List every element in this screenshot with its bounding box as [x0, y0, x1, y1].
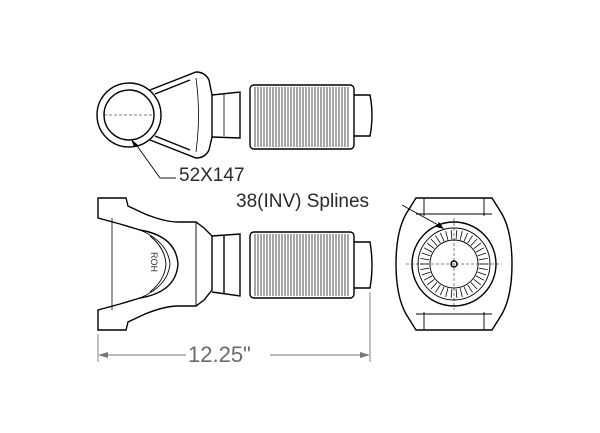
end-view: [395, 197, 513, 331]
end-view-housing: [395, 197, 513, 331]
spline-tooth: [421, 252, 431, 257]
yoke-stamp: ROH: [149, 252, 159, 272]
spline-tooth: [455, 230, 458, 240]
side-yoke: [97, 197, 213, 331]
spline-tooth: [420, 267, 430, 270]
spline-tooth: [439, 286, 445, 296]
spline-tooth: [473, 242, 482, 249]
size-callout: 52X147: [179, 165, 245, 186]
spline-tooth: [475, 247, 485, 253]
spline-tooth: [455, 288, 458, 298]
spline-tooth: [420, 258, 430, 261]
spline-tooth: [477, 252, 487, 257]
spline-tooth: [435, 284, 441, 293]
spline-tooth: [435, 235, 441, 244]
spline-tooth: [459, 288, 463, 298]
spline-tooth: [430, 238, 438, 246]
spline-tooth: [459, 230, 463, 240]
splines-leader: [401, 204, 444, 229]
spline-tooth: [478, 258, 488, 261]
spline-tooth: [470, 282, 478, 290]
spline-tooth: [430, 282, 438, 290]
length-dimension: [97, 292, 371, 362]
spline-tooth: [450, 288, 453, 298]
spline-tooth: [467, 235, 473, 244]
top-yoke-ear: [96, 82, 162, 148]
size-leader: [131, 139, 176, 179]
spline-tooth: [467, 284, 473, 293]
spline-tooth: [475, 275, 485, 281]
splines-callout: 38(INV) Splines: [236, 191, 370, 212]
length-callout: 12.25": [188, 342, 251, 367]
spline-tooth: [423, 275, 433, 281]
top-shaft-end: [354, 94, 373, 137]
spline-tooth: [478, 267, 488, 270]
spline-tooth: [463, 232, 469, 242]
spline-tooth: [423, 247, 433, 253]
spline-tooth: [473, 279, 482, 286]
side-neck: [211, 233, 241, 297]
top-view: [96, 71, 373, 159]
end-view-spline-teeth: [420, 230, 488, 298]
spline-tooth: [445, 288, 449, 298]
spline-tooth: [470, 238, 478, 246]
spline-tooth: [450, 230, 453, 240]
spline-tooth: [421, 271, 431, 276]
spline-tooth: [426, 242, 435, 249]
spline-tooth: [439, 232, 445, 242]
top-yoke-body: [149, 71, 241, 159]
spline-tooth: [445, 230, 449, 240]
top-splines: [249, 84, 355, 150]
spline-tooth: [426, 279, 435, 286]
side-shaft-end: [354, 241, 373, 289]
side-splines: [249, 231, 355, 299]
spline-tooth: [477, 271, 487, 276]
side-view: [97, 197, 373, 331]
spline-tooth: [463, 286, 469, 296]
